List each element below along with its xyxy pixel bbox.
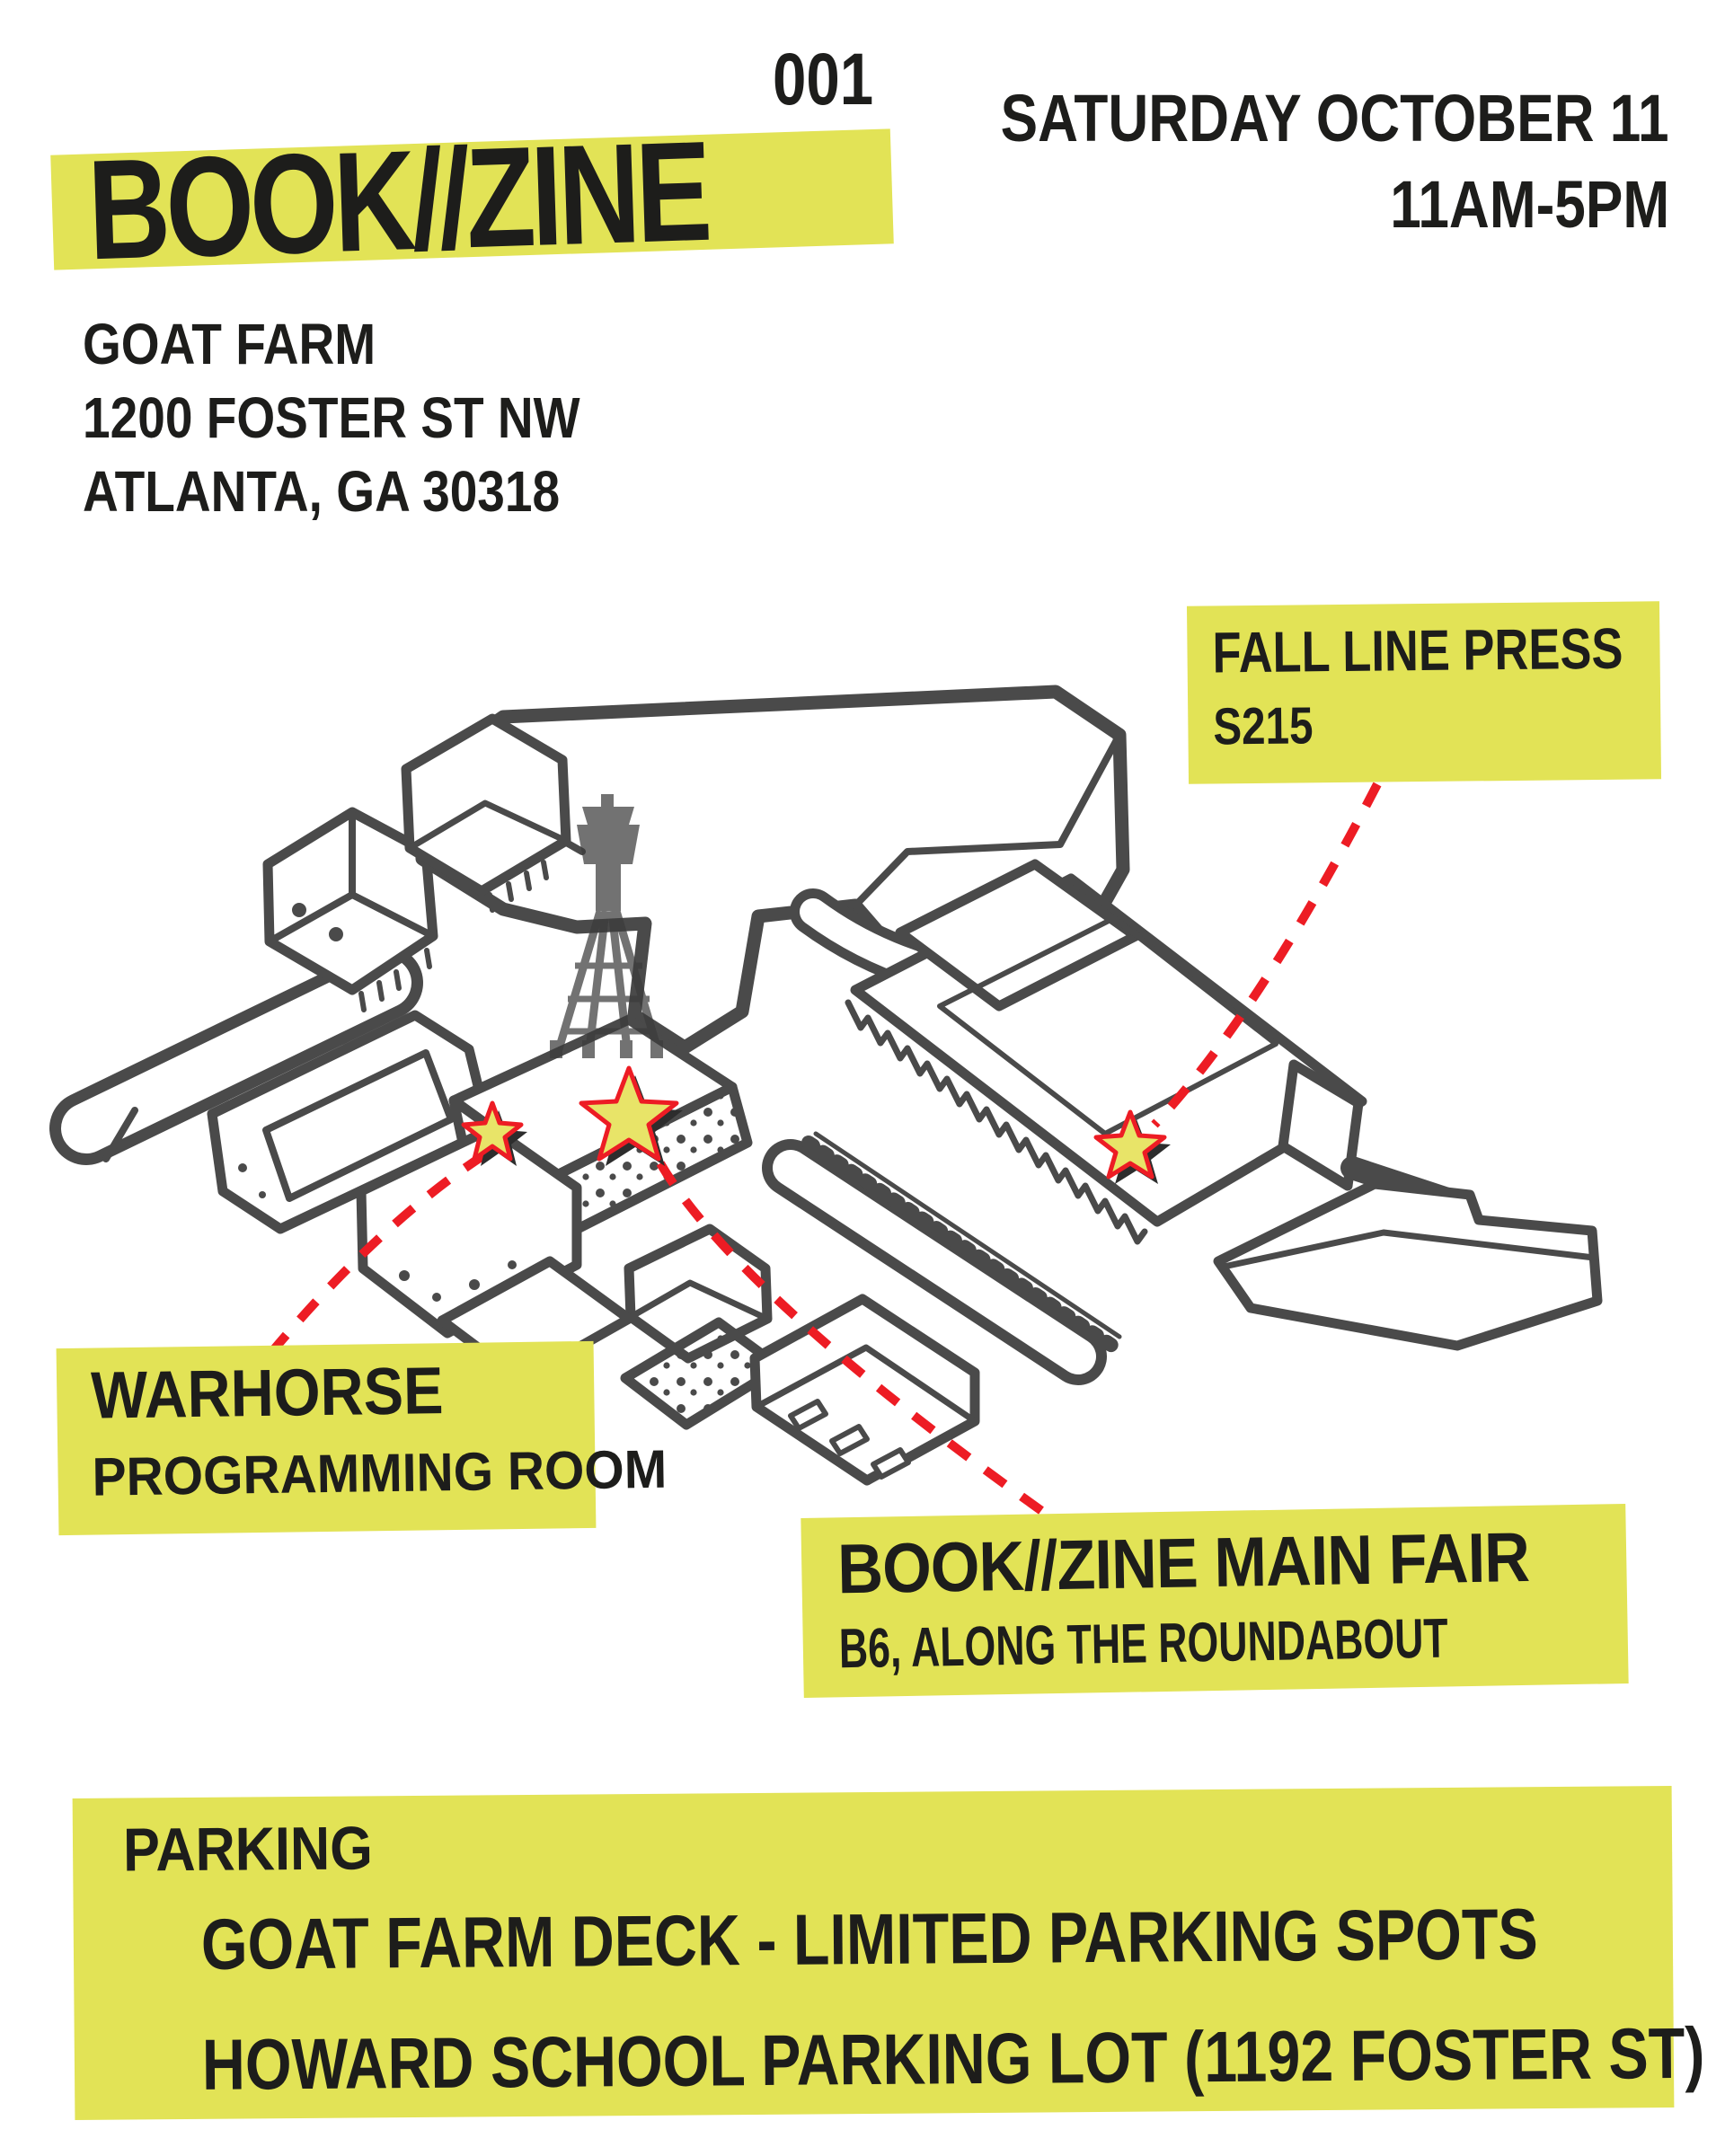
venue-street: 1200 FOSTER ST NW: [83, 385, 580, 450]
issue-number: 001: [773, 43, 896, 117]
warhorse-title: WARHORSE: [90, 1353, 445, 1433]
schedule-block: SATURDAY OCTOBER 11 11AM-5PM: [873, 75, 1669, 248]
parking-option-2: HOWARD SCHOOL PARKING LOT (1192 FOSTER S…: [201, 2012, 1705, 2105]
poster-title: BOOK//ZINE: [85, 111, 710, 290]
venue-city: ATLANTA, GA 30318: [83, 459, 561, 524]
callout-warhorse: WARHORSE PROGRAMMING ROOM: [56, 1340, 668, 1536]
fall-line-leader: [1151, 782, 1382, 1128]
event-time: 11AM-5PM: [1390, 167, 1669, 242]
issue-number-text: 001: [773, 39, 874, 120]
main-fair-title: BOOK//ZINE MAIN FAIR: [836, 1516, 1530, 1609]
parking-option-1: GOAT FARM DECK - LIMITED PARKING SPOTS: [200, 1894, 1539, 1984]
venue-name: GOAT FARM: [83, 312, 376, 376]
warhorse-leader: [270, 1150, 488, 1353]
warhorse-location: PROGRAMMING ROOM: [92, 1438, 668, 1507]
fall-line-press-location: S215: [1213, 696, 1314, 756]
parking-heading: PARKING: [122, 1814, 374, 1885]
parking-info-box: PARKING GOAT FARM DECK - LIMITED PARKING…: [72, 1786, 1705, 2120]
main-fair-leader: [656, 1161, 1052, 1521]
water-tower-icon: [550, 794, 663, 1058]
fall-line-press-title: FALL LINE PRESS: [1212, 615, 1623, 685]
venue-address-block: GOAT FARM 1200 FOSTER ST NW ATLANTA, GA …: [83, 307, 661, 528]
star-markers: [461, 1065, 1167, 1180]
fall-line-star: [1093, 1109, 1167, 1180]
callout-main-fair: BOOK//ZINE MAIN FAIR B6, ALONG THE ROUND…: [801, 1504, 1629, 1698]
main-fair-location: B6, ALONG THE ROUNDABOUT: [838, 1607, 1449, 1681]
main-fair-star: [579, 1065, 679, 1162]
warhorse-star: [461, 1100, 524, 1162]
event-date: SATURDAY OCTOBER 11: [1001, 81, 1669, 155]
callout-fall-line-press: FALL LINE PRESS S215: [1186, 601, 1662, 784]
leader-lines: [270, 782, 1382, 1521]
